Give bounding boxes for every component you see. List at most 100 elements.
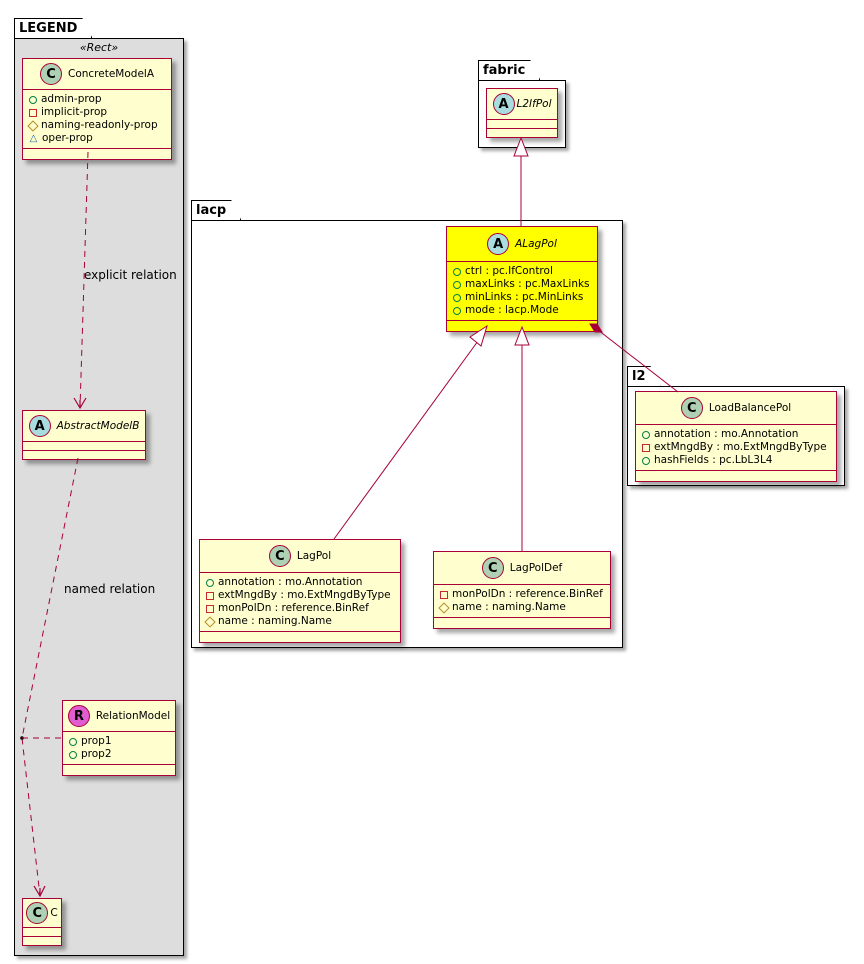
- attribute: name : naming.Name: [204, 615, 394, 628]
- attribute-text: extMngdBy : mo.ExtMngdByType: [218, 589, 391, 601]
- l2-package-label: l2: [632, 369, 646, 384]
- class-lagpol[interactable]: C LagPol annotation : mo.Annotation extM…: [199, 539, 401, 643]
- class-badge-icon: C: [680, 397, 703, 419]
- inheritance-edge: [333, 340, 479, 540]
- attribute: hashFields : pc.LbL3L4: [642, 454, 830, 467]
- private-visibility-icon: [29, 108, 37, 117]
- package-visibility-icon: △: [29, 133, 38, 144]
- public-visibility-icon: [453, 267, 461, 276]
- class-name: L2IfPol: [516, 98, 552, 110]
- private-visibility-icon: [642, 443, 650, 452]
- class-name: AbstractModelB: [56, 420, 140, 432]
- class-lagpoldef[interactable]: C LagPolDef monPolDn : reference.BinRef …: [433, 551, 611, 629]
- attribute-text: ctrl : pc.IfControl: [465, 265, 553, 277]
- attribute: extMngdBy : mo.ExtMngdByType: [206, 589, 394, 602]
- class-name: LoadBalancePol: [708, 402, 792, 414]
- attribute: implicit-prop: [29, 106, 165, 119]
- attribute-text: implicit-prop: [41, 106, 108, 118]
- abstract-badge-icon: A: [487, 233, 510, 255]
- attribute: name : naming.Name: [438, 601, 604, 614]
- fabric-package-label: fabric: [483, 63, 526, 78]
- attributes-section: annotation : mo.Annotation extMngdBy : m…: [200, 573, 400, 632]
- attributes-section: admin-prop implicit-prop naming-readonly…: [23, 90, 171, 149]
- attribute-text: maxLinks : pc.MaxLinks: [465, 278, 590, 290]
- attribute-text: annotation : mo.Annotation: [218, 576, 363, 588]
- class-concrete-model-a[interactable]: C ConcreteModelA admin-prop implicit-pro…: [22, 58, 172, 160]
- class-badge-icon: C: [481, 557, 504, 579]
- inheritance-arrow-icon: [513, 136, 529, 157]
- arrowhead-icon: [73, 397, 87, 410]
- attribute-text: oper-prop: [42, 132, 93, 144]
- attributes-section: [23, 442, 145, 451]
- relation-badge-icon: R: [67, 705, 90, 727]
- class-loadbalancepol[interactable]: C LoadBalancePol annotation : mo.Annotat…: [635, 391, 837, 482]
- attributes-section: [487, 120, 557, 129]
- public-visibility-icon: [69, 750, 77, 759]
- lacp-package-label: lacp: [196, 203, 227, 218]
- class-name: LagPolDef: [509, 562, 563, 574]
- abstract-badge-icon: A: [492, 93, 515, 115]
- class-name: LagPol: [296, 550, 332, 562]
- abstract-badge-icon: A: [28, 415, 51, 437]
- attribute: maxLinks : pc.MaxLinks: [453, 278, 591, 291]
- class-relation-model[interactable]: R RelationModel prop1 prop2: [62, 700, 176, 776]
- attribute: annotation : mo.Annotation: [642, 428, 830, 441]
- attribute: mode : lacp.Mode: [453, 304, 591, 317]
- arrowhead-icon: [33, 885, 46, 898]
- class-name: ConcreteModelA: [67, 68, 154, 80]
- class-name: RelationModel: [95, 710, 171, 722]
- attribute: monPolDn : reference.BinRef: [440, 588, 604, 601]
- attribute-text: naming-readonly-prop: [41, 119, 158, 131]
- attribute: minLinks : pc.MinLinks: [453, 291, 591, 304]
- attributes-section: [23, 928, 61, 937]
- public-visibility-icon: [453, 280, 461, 289]
- attribute: prop1: [69, 735, 169, 748]
- attribute-text: annotation : mo.Annotation: [654, 428, 799, 440]
- private-visibility-icon: [206, 604, 214, 613]
- class-name: ALagPol: [515, 238, 557, 250]
- attribute: naming-readonly-prop: [27, 119, 165, 132]
- attribute-text: name : naming.Name: [218, 615, 332, 627]
- attribute-text: hashFields : pc.LbL3L4: [654, 454, 773, 466]
- class-abstract-model-b[interactable]: A AbstractModelB: [22, 410, 146, 460]
- private-visibility-icon: [206, 591, 214, 600]
- legend-stereotype: «Rect»: [79, 41, 119, 54]
- named-relation-label: named relation: [64, 582, 156, 596]
- inheritance-arrow-icon: [469, 324, 488, 347]
- class-name: C: [50, 907, 58, 919]
- attribute-text: prop1: [81, 735, 112, 747]
- public-visibility-icon: [453, 293, 461, 302]
- attribute-text: mode : lacp.Mode: [465, 304, 559, 316]
- attribute-text: monPolDn : reference.BinRef: [218, 602, 369, 614]
- class-c[interactable]: C C: [22, 898, 62, 946]
- public-visibility-icon: [29, 95, 37, 104]
- legend-package: «Rect»: [14, 38, 184, 956]
- attributes-section: prop1 prop2: [63, 732, 175, 765]
- explicit-relation-edge: [79, 151, 89, 409]
- class-l2ifpol[interactable]: A L2IfPol: [486, 88, 558, 138]
- legend-package-label: LEGEND: [19, 21, 78, 36]
- attribute-text: monPolDn : reference.BinRef: [452, 588, 603, 600]
- public-visibility-icon: [642, 456, 650, 465]
- attributes-section: annotation : mo.Annotation extMngdBy : m…: [636, 425, 836, 471]
- attribute: prop2: [69, 748, 169, 761]
- class-badge-icon: C: [268, 545, 291, 567]
- private-visibility-icon: [440, 590, 448, 599]
- attribute: admin-prop: [29, 93, 165, 106]
- attributes-section: monPolDn : reference.BinRef name : namin…: [434, 585, 610, 618]
- attribute: extMngdBy : mo.ExtMngdByType: [642, 441, 830, 454]
- attribute-text: prop2: [81, 748, 112, 760]
- composition-edge: [597, 329, 679, 393]
- named-relation-edge: [21, 457, 79, 897]
- attributes-section: ctrl : pc.IfControl maxLinks : pc.MaxLin…: [447, 262, 597, 321]
- attribute-text: name : naming.Name: [452, 601, 566, 613]
- public-visibility-icon: [642, 430, 650, 439]
- class-alagpol[interactable]: A ALagPol ctrl : pc.IfControl maxLinks :…: [446, 226, 598, 332]
- public-visibility-icon: [69, 737, 77, 746]
- class-badge-icon: C: [26, 902, 49, 924]
- attribute: ctrl : pc.IfControl: [453, 265, 591, 278]
- legend-package-tab: LEGEND: [14, 18, 92, 38]
- attribute: monPolDn : reference.BinRef: [206, 602, 394, 615]
- attribute-text: admin-prop: [41, 93, 102, 105]
